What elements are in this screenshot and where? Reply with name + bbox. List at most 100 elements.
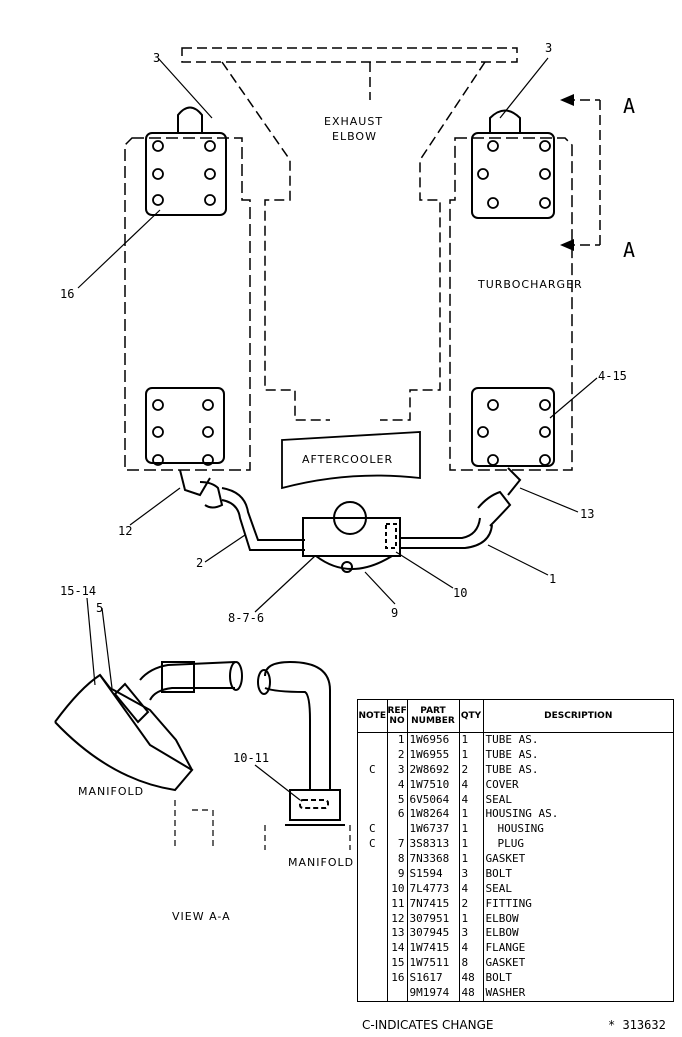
tube-2 (221, 487, 305, 551)
view-label: VIEW A-A (172, 910, 231, 923)
elbow-13 (477, 467, 522, 527)
cell-part: 7N3368 (407, 852, 460, 867)
change-note: C-INDICATES CHANGE (362, 1018, 494, 1032)
cell-ref: 4 (387, 777, 408, 793)
cell-part: 307945 (407, 926, 460, 942)
cell-qty: 1 (459, 822, 484, 838)
cell-qty: 8 (459, 956, 484, 972)
cell-note: C (358, 822, 388, 838)
cell-note: C (358, 762, 388, 778)
exhaust-elbow-plate (181, 47, 518, 63)
cell-part: S1617 (407, 971, 460, 986)
cell-ref: 12 (387, 911, 408, 927)
cell-ref: 8 (387, 852, 408, 867)
callout-8-7-6: 8-7-6 (228, 611, 264, 625)
cell-qty: 1 (459, 732, 484, 748)
turbocharger-label: TURBOCHARGER (477, 278, 583, 291)
cell-note (358, 956, 388, 972)
cell-part: 7N7415 (407, 896, 460, 912)
cell-desc: HOUSING (497, 822, 544, 836)
cell-part: 2W8692 (407, 762, 460, 778)
cell-part: 1W8264 (407, 807, 460, 823)
cell-qty: 3 (459, 926, 484, 942)
cell-note (358, 985, 388, 1001)
tube-3-right (489, 109, 521, 133)
tube-1 (400, 517, 493, 549)
callout-4-15: 4-15 (598, 369, 627, 383)
cell-qty: 2 (459, 896, 484, 912)
cell-ref (387, 822, 408, 838)
cell-qty: 4 (459, 777, 484, 793)
tube-3-left (177, 106, 203, 133)
cell-ref: 11 (387, 896, 408, 912)
left-turbo-outline (124, 137, 251, 471)
header-note: NOTE (358, 700, 388, 733)
cell-desc: ELBOW (485, 926, 519, 940)
right-turbo-outline (449, 137, 573, 471)
header-description: DESCRIPTION (483, 700, 673, 733)
cell-desc: TUBE AS. (485, 762, 539, 776)
elbow-12 (179, 469, 224, 509)
cell-ref: 10 (387, 881, 408, 897)
callout-12: 12 (118, 524, 132, 538)
cell-note (358, 881, 388, 897)
cell-part: 1W6955 (407, 747, 460, 763)
housing-view-a (289, 789, 341, 821)
aftercooler-label: AFTERCOOLER (302, 453, 393, 466)
cell-note (358, 941, 388, 957)
cell-ref: 14 (387, 941, 408, 957)
callout-9: 9 (391, 606, 398, 620)
cell-note (358, 971, 388, 986)
housing-port (333, 501, 367, 535)
cell-qty: 1 (459, 807, 484, 823)
cell-qty: 1 (459, 747, 484, 763)
cell-desc: TUBE AS. (485, 733, 539, 746)
cell-part: 9M1974 (407, 985, 460, 1001)
cell-note (358, 926, 388, 942)
cell-ref: 7 (387, 837, 408, 853)
cover-top-left (145, 132, 227, 216)
cell-part: 1W6956 (407, 732, 460, 748)
cover-top-right (471, 132, 555, 219)
cell-desc: BOLT (485, 971, 513, 985)
cell-ref (387, 985, 408, 1001)
manifold-label-right: MANIFOLD (288, 856, 354, 869)
callout-10-11: 10-11 (233, 751, 269, 765)
cell-desc: FLANGE (485, 941, 526, 955)
cell-ref: 3 (387, 762, 408, 778)
cell-desc: SEAL (485, 881, 513, 895)
cell-note (358, 866, 388, 882)
cell-desc: ELBOW (485, 911, 519, 925)
cell-qty: 4 (459, 792, 484, 808)
aftercooler (281, 431, 421, 490)
callout-5: 5 (96, 601, 103, 615)
header-qty: QTY (459, 700, 484, 733)
cell-qty: 4 (459, 941, 484, 957)
cell-desc: GASKET (485, 956, 526, 970)
cell-qty: 2 (459, 762, 484, 778)
cell-desc: WASHER (485, 985, 526, 999)
cell-ref: 2 (387, 747, 408, 763)
cell-note: C (358, 837, 388, 853)
cell-qty: 1 (459, 837, 484, 853)
cell-ref: 16 (387, 971, 408, 986)
cell-desc: COVER (485, 777, 519, 791)
cell-ref: 15 (387, 956, 408, 972)
cell-desc: FITTING (485, 896, 532, 910)
cell-ref: 9 (387, 866, 408, 882)
cell-desc: HOUSING AS. (485, 807, 559, 821)
cell-ref: 1 (387, 732, 408, 748)
cell-note (358, 732, 388, 748)
